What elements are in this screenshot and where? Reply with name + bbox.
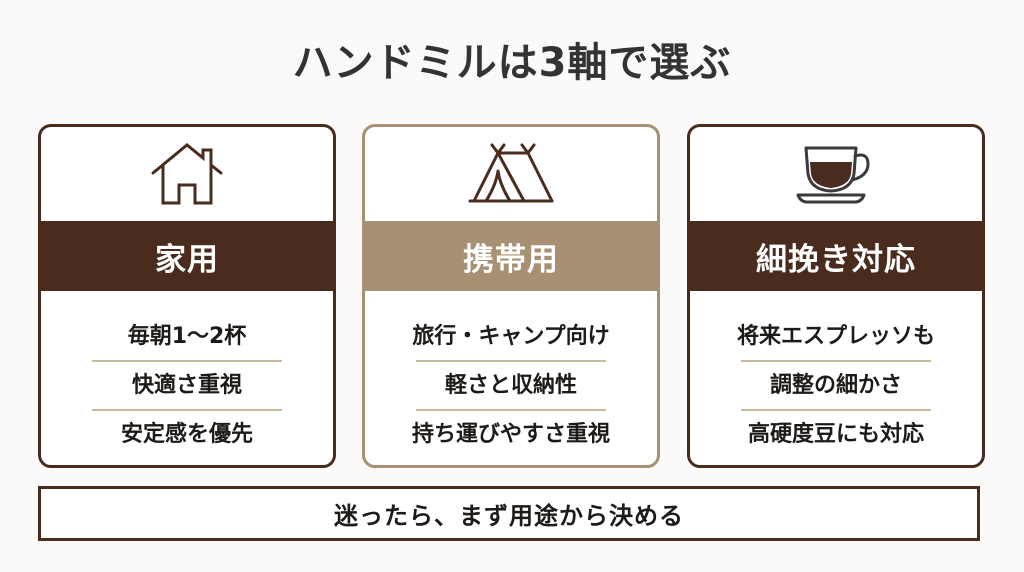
card-fine-grind: 細挽き対応 将来エスプレッソも 調整の細かさ 高硬度豆にも対応: [687, 124, 985, 468]
coffee-cup-icon: [796, 146, 870, 204]
card-points: 毎朝1〜2杯 快適さ重視 安定感を優先: [41, 313, 333, 458]
card-point: 快適さ重視: [131, 373, 242, 398]
divider: [416, 360, 606, 362]
card-portable: 携帯用 旅行・キャンプ向け 軽さと収納性 持ち運びやすさ重視: [362, 124, 660, 468]
card-icon-area: [365, 127, 657, 221]
card-title: 細挽き対応: [690, 221, 982, 291]
card-point: 高硬度豆にも対応: [747, 422, 924, 447]
page-title: ハンドミルは3軸で選ぶ: [292, 40, 732, 86]
house-icon: [151, 143, 223, 205]
card-point: 調整の細かさ: [769, 373, 902, 398]
card-point: 持ち運びやすさ重視: [411, 422, 610, 447]
divider: [741, 360, 931, 362]
card-home-use: 家用 毎朝1〜2杯 快適さ重視 安定感を優先: [38, 124, 336, 468]
card-point: 軽さと収納性: [444, 373, 577, 398]
divider: [92, 409, 282, 411]
card-icon-area: [690, 127, 982, 221]
card-point: 旅行・キャンプ向け: [412, 324, 610, 349]
card-points: 旅行・キャンプ向け 軽さと収納性 持ち運びやすさ重視: [365, 313, 657, 458]
summary-text: 迷ったら、まず用途から決める: [334, 502, 684, 530]
divider: [741, 409, 931, 411]
card-point: 将来エスプレッソも: [736, 324, 935, 349]
tent-icon: [468, 143, 554, 203]
card-points: 将来エスプレッソも 調整の細かさ 高硬度豆にも対応: [690, 313, 982, 458]
divider: [92, 360, 282, 362]
card-icon-area: [41, 127, 333, 221]
card-point: 毎朝1〜2杯: [127, 324, 247, 349]
card-point: 安定感を優先: [120, 422, 253, 447]
summary-banner: 迷ったら、まず用途から決める: [38, 486, 980, 541]
card-title: 家用: [41, 221, 333, 291]
divider: [416, 409, 606, 411]
card-title: 携帯用: [365, 221, 657, 291]
